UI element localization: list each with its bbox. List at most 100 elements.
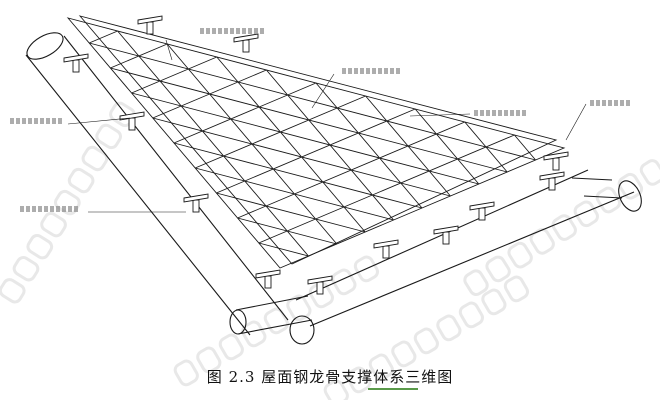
callout-label-illegible bbox=[26, 206, 30, 212]
diagonal-pipe bbox=[25, 35, 289, 336]
watermark-mark bbox=[173, 359, 199, 387]
callout-label-illegible bbox=[504, 110, 508, 116]
bracket-post bbox=[128, 117, 136, 131]
bracket-post bbox=[442, 231, 450, 245]
callout-label-illegible bbox=[602, 100, 606, 106]
bracket-post bbox=[316, 281, 324, 295]
callout-label-illegible bbox=[38, 206, 42, 212]
truss-chord bbox=[258, 242, 309, 257]
callout-label-illegible bbox=[22, 118, 26, 124]
watermark-layer bbox=[0, 101, 660, 400]
support-pipes bbox=[25, 32, 642, 345]
truss-outline-inner bbox=[78, 15, 558, 265]
callout-label-illegible bbox=[522, 110, 526, 116]
watermark-band bbox=[0, 101, 136, 304]
bottom-pipe bbox=[235, 295, 313, 335]
callout-label-illegible bbox=[620, 100, 624, 106]
watermark-mark bbox=[481, 288, 507, 316]
support-bracket bbox=[539, 171, 565, 191]
truss-chord bbox=[173, 142, 423, 209]
callout-label-illegible bbox=[46, 118, 50, 124]
truss-outline bbox=[66, 17, 566, 269]
watermark-mark bbox=[331, 268, 357, 296]
callout-label-illegible bbox=[596, 100, 600, 106]
callout-label-illegible bbox=[10, 118, 14, 124]
truss-chord bbox=[173, 82, 317, 144]
callout-label-illegible bbox=[342, 68, 346, 74]
watermark-mark bbox=[485, 255, 511, 283]
support-bracket bbox=[255, 269, 281, 289]
watermark-mark bbox=[595, 186, 622, 214]
bottom-pipe-end bbox=[229, 309, 247, 335]
truss-diagonal bbox=[514, 134, 536, 161]
bracket-post bbox=[264, 275, 272, 289]
callout-leader bbox=[409, 113, 471, 117]
callout-label-illegible bbox=[230, 28, 234, 34]
callout-leader bbox=[67, 117, 131, 125]
watermark-mark bbox=[95, 123, 123, 150]
callout-label-illegible bbox=[510, 110, 514, 116]
callout-label-illegible bbox=[236, 28, 240, 34]
watermark-mark bbox=[40, 211, 67, 238]
support-bracket bbox=[543, 151, 569, 171]
callout-label-illegible bbox=[20, 206, 24, 212]
watermark-mark bbox=[368, 353, 394, 381]
bracket-plate bbox=[183, 193, 209, 203]
truss-chord bbox=[216, 108, 416, 194]
callout-label-illegible bbox=[372, 68, 376, 74]
callout-label-illegible bbox=[68, 206, 72, 212]
support-bracket bbox=[469, 201, 495, 221]
callout-label-illegible bbox=[242, 28, 246, 34]
truss-chord bbox=[89, 42, 536, 161]
truss-diagonal bbox=[166, 43, 338, 245]
watermark-mark bbox=[551, 214, 577, 241]
truss-diagonal bbox=[414, 108, 480, 185]
bracket-post bbox=[552, 157, 560, 171]
caption-underline bbox=[368, 388, 418, 390]
truss-diagonal bbox=[216, 56, 366, 233]
watermark-mark bbox=[413, 327, 439, 355]
callout-label-illegible bbox=[200, 28, 204, 34]
callout-label-illegible bbox=[348, 68, 352, 74]
callout-label-illegible bbox=[480, 110, 484, 116]
support-bracket bbox=[433, 225, 459, 245]
callout-label-illegible bbox=[32, 206, 36, 212]
truss-chord bbox=[131, 56, 217, 94]
callout-label-illegible bbox=[62, 206, 66, 212]
watermark-mark bbox=[463, 269, 489, 297]
bracket-plate bbox=[255, 269, 281, 279]
callout-label-illegible bbox=[366, 68, 370, 74]
support-bracket bbox=[233, 33, 259, 53]
watermark-mark bbox=[12, 256, 40, 282]
callout-label-illegible bbox=[218, 28, 222, 34]
watermark-band bbox=[463, 159, 660, 297]
callout-label-illegible bbox=[16, 118, 20, 124]
watermark-mark bbox=[507, 241, 533, 269]
callout-leader bbox=[311, 73, 335, 109]
callout-label-illegible bbox=[56, 206, 60, 212]
watermark-mark bbox=[458, 301, 484, 329]
watermark-mark bbox=[263, 307, 289, 335]
callout-label-illegible bbox=[590, 100, 594, 106]
bracket-post bbox=[382, 245, 390, 259]
watermark-band bbox=[323, 275, 530, 400]
callout-label-illegible bbox=[516, 110, 520, 116]
watermark-mark bbox=[346, 366, 372, 394]
truss-diagonal bbox=[266, 69, 394, 221]
watermark-mark bbox=[573, 200, 599, 228]
watermark-mark bbox=[391, 340, 417, 368]
watermark-mark bbox=[617, 172, 644, 200]
truss-diagonal bbox=[464, 121, 508, 173]
watermark-mark bbox=[54, 189, 81, 216]
right-pipe bbox=[295, 169, 635, 327]
truss-diagonal bbox=[365, 95, 451, 197]
callout-label-illegible bbox=[206, 28, 210, 34]
watermark-mark bbox=[196, 346, 222, 374]
callout-label-illegible bbox=[492, 110, 496, 116]
diagonal-pipe-end bbox=[26, 32, 64, 60]
watermark-mark bbox=[26, 233, 54, 260]
bracket-plate bbox=[63, 53, 89, 63]
watermark-mark bbox=[503, 275, 530, 303]
watermark-mark bbox=[436, 314, 462, 342]
